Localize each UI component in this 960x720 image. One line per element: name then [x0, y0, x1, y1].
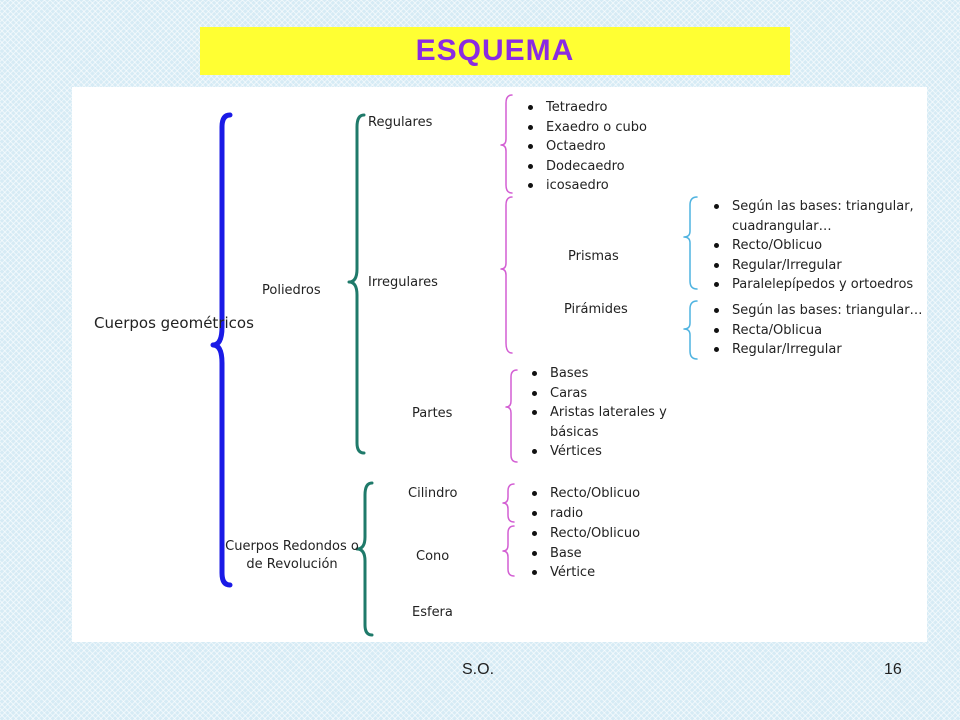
brace-layer — [210, 94, 698, 637]
cilindro-label: Cilindro — [408, 486, 458, 501]
list-item: Tetraedro — [524, 98, 647, 118]
list-item: Exaedro o cubo — [524, 118, 647, 138]
cono-label: Cono — [416, 549, 450, 564]
brace-regulares — [500, 94, 513, 194]
root-label: Cuerpos geométricos — [94, 314, 254, 332]
list-item: Regular/Irregular — [710, 340, 923, 360]
list-item: Octaedro — [524, 137, 647, 157]
list-item: Base — [528, 544, 640, 564]
footer-author: S.O. — [462, 661, 495, 678]
brace-redondos — [355, 481, 374, 637]
brace-poliedros — [347, 113, 366, 455]
list-item: Según las bases: triangular, cuadrangula… — [710, 197, 920, 236]
page-title: ESQUEMA — [415, 34, 575, 67]
list-item: Recto/Oblicuo — [528, 484, 640, 504]
list-item: Paralelepípedos y ortoedros — [710, 275, 920, 295]
list-item: Recta/Oblicua — [710, 321, 923, 341]
brace-cono — [502, 525, 515, 577]
redondos-label: Cuerpos Redondos o de Revolución — [225, 539, 359, 572]
prismas-list: Según las bases: triangular, cuadrangula… — [710, 197, 920, 295]
diagram-panel: Cuerpos geométricos Poliedros Cuerpos Re… — [72, 87, 927, 642]
brace-cilindro — [502, 483, 515, 523]
footer-page-number: 16 — [884, 661, 902, 678]
list-item: Regular/Irregular — [710, 256, 920, 276]
irregulares-label: Irregulares — [368, 275, 438, 290]
title-bar: ESQUEMA — [200, 27, 790, 75]
list-item: Recto/Oblicuo — [710, 236, 920, 256]
list-item: Vértices — [528, 442, 688, 462]
brace-irregulares — [500, 196, 513, 354]
piramides-list: Según las bases: triangular… Recta/Oblic… — [710, 301, 923, 360]
esfera-label: Esfera — [412, 605, 453, 620]
list-item: Bases — [528, 364, 688, 384]
regulares-list: Tetraedro Exaedro o cubo Octaedro Dodeca… — [524, 98, 647, 196]
brace-partes — [505, 369, 518, 463]
list-item: Dodecaedro — [524, 157, 647, 177]
list-item: radio — [528, 504, 640, 524]
brace-piramides — [683, 300, 698, 360]
piramides-label: Pirámides — [564, 302, 628, 317]
regulares-label: Regulares — [368, 115, 433, 130]
list-item: icosaedro — [524, 176, 647, 196]
partes-label: Partes — [412, 406, 453, 421]
poliedros-label: Poliedros — [262, 283, 321, 298]
list-item: Vértice — [528, 563, 640, 583]
list-item: Aristas laterales y básicas — [528, 403, 688, 442]
brace-root — [210, 112, 233, 588]
brace-prismas — [683, 196, 698, 290]
cilindro-list: Recto/Oblicuo radio — [528, 484, 640, 523]
list-item: Caras — [528, 384, 688, 404]
list-item: Recto/Oblicuo — [528, 524, 640, 544]
partes-list: Bases Caras Aristas laterales y básicas … — [528, 364, 688, 462]
prismas-label: Prismas — [568, 249, 619, 264]
cono-list: Recto/Oblicuo Base Vértice — [528, 524, 640, 583]
list-item: Según las bases: triangular… — [710, 301, 923, 321]
